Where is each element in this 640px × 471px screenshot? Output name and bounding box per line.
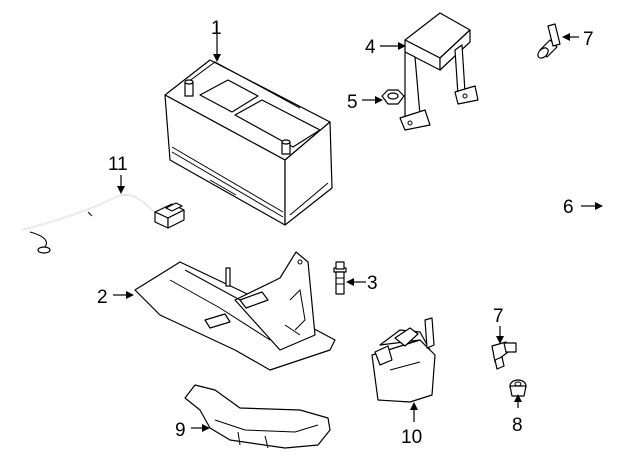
part-terminal-cover[interactable] [371,317,436,403]
callout-7-top: 7 [583,29,594,50]
callout-11: 11 [108,154,128,175]
part-vent-hose[interactable] [509,54,611,350]
callout-6: 6 [563,197,574,218]
callout-4: 4 [365,37,376,58]
callout-2: 2 [97,287,108,308]
part-elbow-fitting-bottom[interactable] [491,341,517,370]
callout-5: 5 [347,92,358,113]
part-nut[interactable] [381,89,405,105]
part-wire-harness[interactable] [21,194,185,254]
part-battery-tray[interactable] [134,251,336,371]
part-bracket[interactable] [399,12,479,131]
part-bolt[interactable] [333,261,347,295]
part-grommet[interactable] [509,379,527,397]
callout-9: 9 [175,420,186,441]
part-battery[interactable] [164,59,333,226]
callout-7-bottom: 7 [493,306,504,327]
part-elbow-fitting-top[interactable] [536,23,561,60]
callout-3: 3 [367,273,378,294]
part-heat-shield[interactable] [184,384,331,449]
callout-10: 10 [401,427,422,448]
callout-1: 1 [211,18,222,39]
callout-8: 8 [512,415,523,436]
